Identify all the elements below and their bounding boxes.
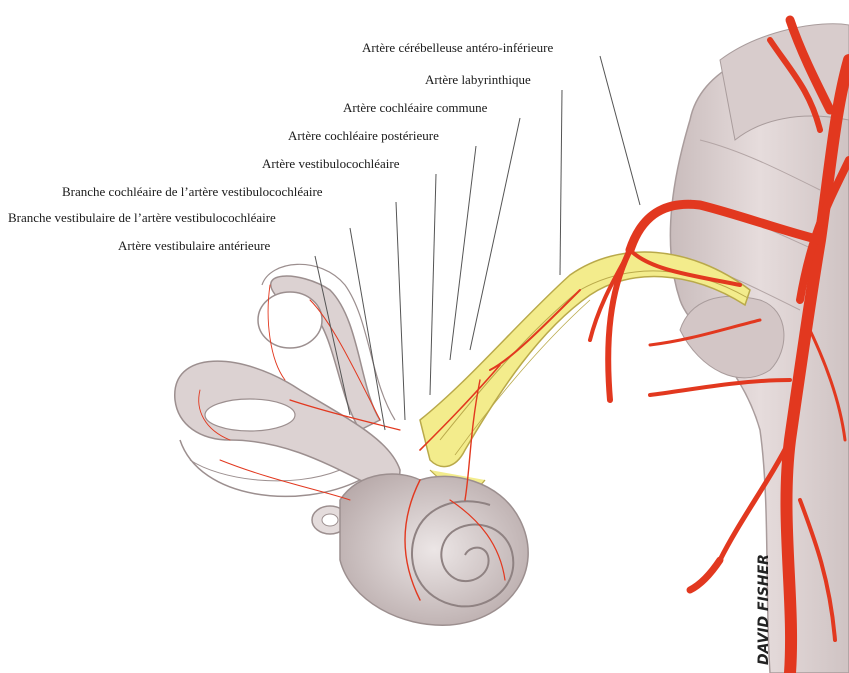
label-cochlear-branch: Branche cochléaire de l’artère vestibulo…: [62, 184, 323, 199]
semicircular-canals: [175, 264, 400, 496]
label-labyrinthine-artery: Artère labyrinthique: [425, 72, 531, 87]
labels: Artère cérébelleuse antéro-inférieure Ar…: [8, 40, 553, 253]
label-posterior-cochlear-artery: Artère cochléaire postérieure: [288, 128, 439, 143]
label-common-cochlear-artery: Artère cochléaire commune: [343, 100, 488, 115]
artist-signature: DAVID FISHER: [756, 554, 772, 665]
label-vestibular-branch: Branche vestibulaire de l’artère vestibu…: [8, 210, 276, 225]
label-anterior-vestibular-artery: Artère vestibulaire antérieure: [118, 238, 271, 253]
label-vestibulocochlear-artery: Artère vestibulocochléaire: [262, 156, 400, 171]
label-anterior-inferior-cerebellar-artery: Artère cérébelleuse antéro-inférieure: [362, 40, 553, 55]
